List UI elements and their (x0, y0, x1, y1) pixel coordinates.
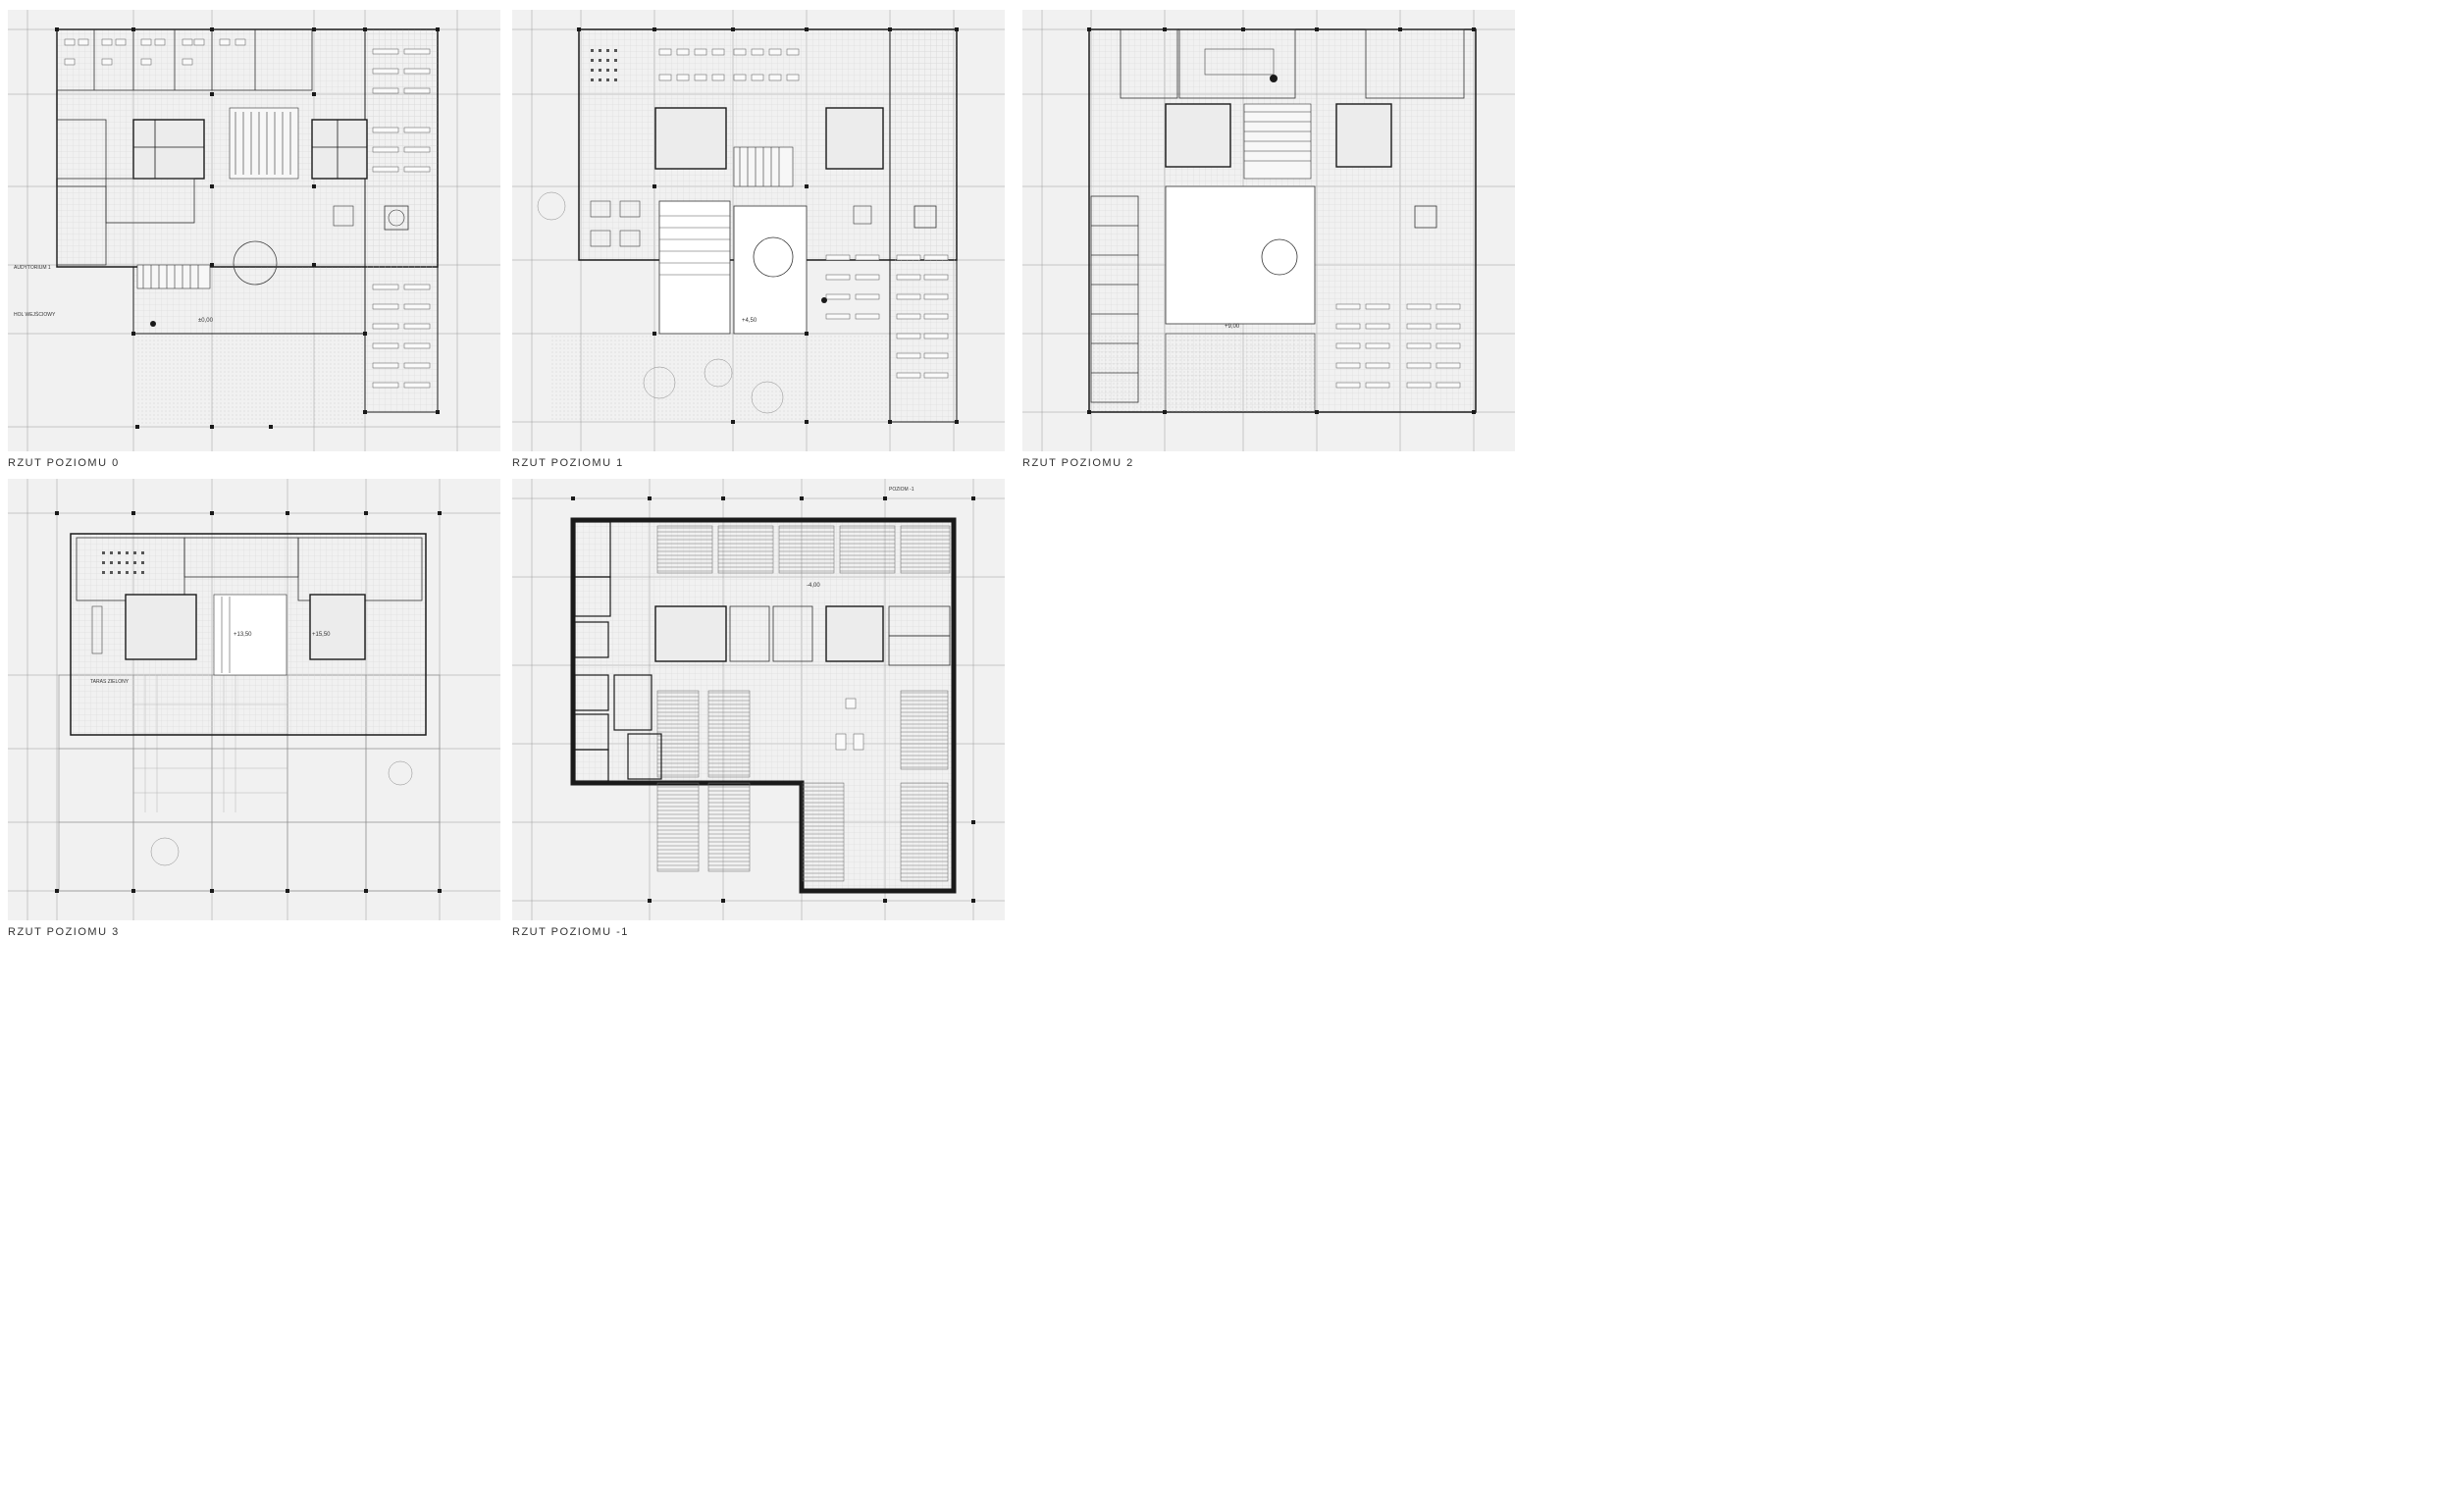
caption-level-2: RZUT POZIOMU 2 (1022, 457, 1134, 469)
label-level-1: +4,50 (742, 318, 757, 324)
plan-level-1: +4,50 (512, 10, 1005, 451)
caption-level-minus-1: RZUT POZIOMU -1 (512, 926, 629, 938)
label-green-terrace: TARAS ZIELONY (90, 679, 130, 685)
label-entrance-hall: HOL WEJŚCIOWY (14, 310, 56, 318)
caption-level-3: RZUT POZIOMU 3 (8, 926, 120, 938)
plan-level-3: +13,50 +15,50 TARAS ZIELONY (8, 479, 500, 920)
label-level-3-a: +13,50 (234, 632, 252, 638)
caption-level-0: RZUT POZIOMU 0 (8, 457, 120, 469)
label-auditorium: AUDYTORIUM 1 (14, 265, 51, 271)
caption-level-1: RZUT POZIOMU 1 (512, 457, 624, 469)
plan-level-2-drawing: +9,00 (1022, 10, 1515, 451)
plan-level-minus-1: POZIOM -1 -4,00 (512, 479, 1005, 920)
label-level-minus-1: -4,00 (807, 583, 820, 589)
plan-level-2: +9,00 (1022, 10, 1515, 451)
plan-level-0-drawing: AUDYTORIUM 1 HOL WEJŚCIOWY ±0,00 (8, 10, 500, 451)
label-level-3-b: +15,50 (312, 632, 331, 638)
plan-level-1-drawing: +4,50 (512, 10, 1005, 451)
plan-level-0: AUDYTORIUM 1 HOL WEJŚCIOWY ±0,00 (8, 10, 500, 451)
plan-level-minus-1-drawing: POZIOM -1 -4,00 (512, 479, 1005, 920)
plan-level-3-drawing: +13,50 +15,50 TARAS ZIELONY (8, 479, 500, 920)
label-level-minus-1-top: POZIOM -1 (889, 487, 914, 493)
label-level-2: +9,00 (1225, 324, 1240, 330)
label-level-0: ±0,00 (198, 318, 214, 324)
